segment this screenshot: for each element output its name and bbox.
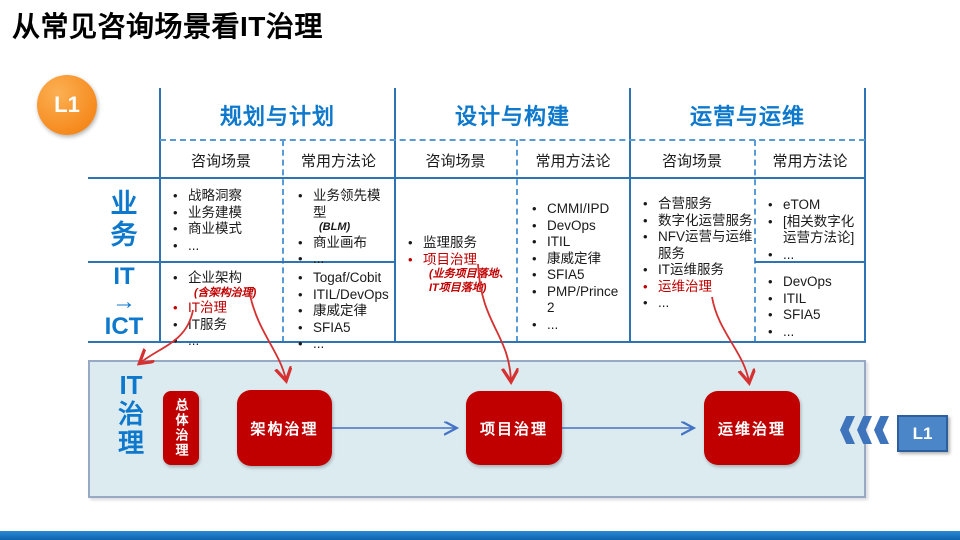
subheader-scenario: 咨询场景 bbox=[661, 152, 722, 170]
table-vline bbox=[394, 88, 396, 342]
list-item: ITIL bbox=[527, 234, 627, 251]
table-vline bbox=[159, 88, 161, 342]
operations-business-methods-list: eTOM [相关数字化运营方法论] ... bbox=[763, 197, 863, 263]
subheader-scenario: 咨询场景 bbox=[190, 152, 251, 170]
table-hline bbox=[88, 341, 866, 343]
operations-it-methods-list: DevOps ITIL SFIA5 ... bbox=[763, 274, 863, 340]
list-item: 商业模式 bbox=[168, 221, 278, 238]
project-governance-box: 项目治理 bbox=[466, 391, 562, 465]
list-item: 战略洞察 bbox=[168, 188, 278, 205]
list-item: ... bbox=[293, 336, 393, 353]
footer-bar bbox=[0, 531, 960, 540]
list-item-note: (业务项目落地、 bbox=[429, 268, 510, 280]
level-tag-label: L1 bbox=[912, 423, 933, 443]
list-item: 康威定律 bbox=[293, 303, 393, 320]
list-item: ... bbox=[168, 333, 278, 350]
list-item: 数字化运营服务 bbox=[638, 213, 756, 230]
list-item-highlight: 项目治理 bbox=[403, 252, 515, 269]
table-hline-dashed bbox=[160, 139, 865, 141]
list-item-note: (含架构治理) bbox=[194, 286, 257, 299]
subheader-scenario: 咨询场景 bbox=[425, 152, 486, 170]
phase-header-planning: 规划与计划 bbox=[219, 104, 335, 129]
chevron-left-icon bbox=[840, 416, 855, 444]
list-item: ... bbox=[293, 251, 393, 268]
phase-header-design: 设计与构建 bbox=[454, 104, 570, 129]
list-item-highlight: 运维治理 bbox=[638, 279, 756, 296]
list-item: SFIA5 bbox=[293, 320, 393, 337]
subheader-method: 常用方法论 bbox=[300, 152, 376, 170]
list-item: 康威定律 bbox=[527, 251, 627, 268]
planning-business-methods-list: 业务领先模型 (BLM) 商业画布 ... bbox=[293, 188, 393, 268]
subheader-method: 常用方法论 bbox=[772, 152, 848, 170]
list-item: SFIA5 bbox=[763, 307, 863, 324]
page-title: 从常见咨询场景看IT治理 bbox=[12, 11, 323, 42]
list-item: ITIL/DevOps bbox=[293, 287, 393, 304]
list-item: CMMI/IPD bbox=[527, 201, 627, 218]
list-item: Togaf/Cobit bbox=[293, 270, 393, 287]
list-item: 企业架构 bbox=[168, 270, 278, 287]
table-vline bbox=[864, 88, 866, 342]
table-vline-dashed bbox=[282, 140, 284, 342]
architecture-governance-box: 架构治理 bbox=[237, 390, 332, 466]
it-governance-title: IT 治 理 bbox=[117, 370, 144, 458]
list-item: [相关数字化运营方法论] bbox=[763, 214, 863, 247]
chevron-left-icon bbox=[874, 416, 889, 444]
list-item: 监理服务 bbox=[403, 235, 515, 252]
list-item: ... bbox=[763, 324, 863, 341]
list-item: ... bbox=[638, 295, 756, 312]
planning-business-scenarios-list: 战略洞察 业务建模 商业模式 ... bbox=[168, 188, 278, 254]
row-label-it-ict: IT → ICT bbox=[104, 262, 144, 340]
list-item: DevOps bbox=[527, 218, 627, 235]
list-item: eTOM bbox=[763, 197, 863, 214]
list-item: NFV运营与运维服务 bbox=[638, 229, 756, 262]
list-item: ... bbox=[763, 247, 863, 264]
list-item: IT运维服务 bbox=[638, 262, 756, 279]
operations-governance-box: 运维治理 bbox=[704, 391, 800, 465]
list-item: 业务建模 bbox=[168, 205, 278, 222]
row-label-business: 业 务 bbox=[110, 189, 138, 250]
table-hline bbox=[88, 261, 395, 263]
table-hline bbox=[88, 177, 866, 179]
level-badge: L1 bbox=[37, 75, 97, 135]
list-item-note: IT项目落地) bbox=[429, 281, 487, 294]
design-scenarios-list: 监理服务 项目治理 (业务项目落地、 IT项目落地) bbox=[403, 235, 515, 295]
list-item-note: (BLM) bbox=[319, 221, 351, 233]
list-item: DevOps bbox=[763, 274, 863, 291]
list-item: IT服务 bbox=[168, 317, 278, 334]
planning-it-methods-list: Togaf/Cobit ITIL/DevOps 康威定律 SFIA5 ... bbox=[293, 270, 393, 353]
overall-governance-box: 总体治理 bbox=[163, 391, 199, 465]
list-item: SFIA5 bbox=[527, 267, 627, 284]
phase-header-operations: 运营与运维 bbox=[689, 104, 805, 129]
list-item: PMP/Prince 2 bbox=[527, 284, 627, 317]
design-methods-list: CMMI/IPD DevOps ITIL 康威定律 SFIA5 PMP/Prin… bbox=[527, 201, 627, 333]
list-item: 商业画布 bbox=[293, 235, 393, 252]
level-badge-label: L1 bbox=[54, 92, 80, 117]
list-item-highlight: IT治理 bbox=[168, 300, 278, 317]
list-item: ... bbox=[527, 317, 627, 334]
list-item: ITIL bbox=[763, 291, 863, 308]
list-item: ... bbox=[168, 238, 278, 255]
level-tag: L1 bbox=[897, 415, 948, 452]
subheader-method: 常用方法论 bbox=[535, 152, 611, 170]
operations-scenarios-list: 合营服务 数字化运营服务 NFV运营与运维服务 IT运维服务 运维治理 ... bbox=[638, 196, 756, 312]
table-vline bbox=[629, 88, 631, 342]
table-vline-dashed bbox=[516, 140, 518, 342]
list-item: 合营服务 bbox=[638, 196, 756, 213]
planning-it-scenarios-list: 企业架构 (含架构治理) IT治理 IT服务 ... bbox=[168, 270, 278, 350]
list-item: 业务领先模型 bbox=[293, 188, 393, 221]
chevron-left-icon bbox=[857, 416, 872, 444]
triple-chevron-left-icon bbox=[840, 416, 889, 444]
